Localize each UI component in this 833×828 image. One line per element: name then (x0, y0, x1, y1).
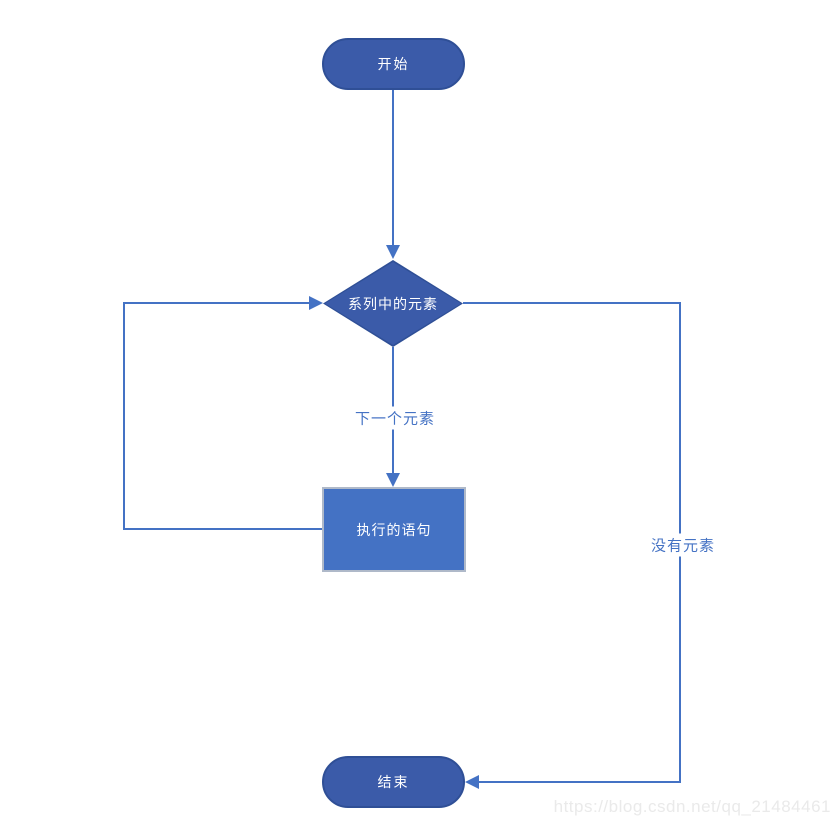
edge-label-no-element: 没有元素 (647, 533, 719, 557)
start-node: 开始 (322, 38, 465, 90)
arrowhead-left-icon (465, 775, 479, 789)
arrowhead-down-icon (386, 245, 400, 259)
arrowhead-right-icon (309, 296, 323, 310)
process-node-label: 执行的语句 (356, 521, 432, 538)
connector-process-loop-to-decision (123, 302, 322, 530)
end-node: 结束 (322, 756, 465, 808)
end-node-label: 结束 (377, 774, 410, 790)
process-node: 执行的语句 (322, 487, 466, 572)
watermark-text: https://blog.csdn.net/qq_21484461 (553, 797, 831, 816)
decision-node-label: 系列中的元素 (348, 295, 438, 312)
start-node-label: 开始 (377, 56, 410, 72)
arrowhead-down-icon (386, 473, 400, 487)
edge-label-next-element: 下一个元素 (351, 406, 439, 430)
